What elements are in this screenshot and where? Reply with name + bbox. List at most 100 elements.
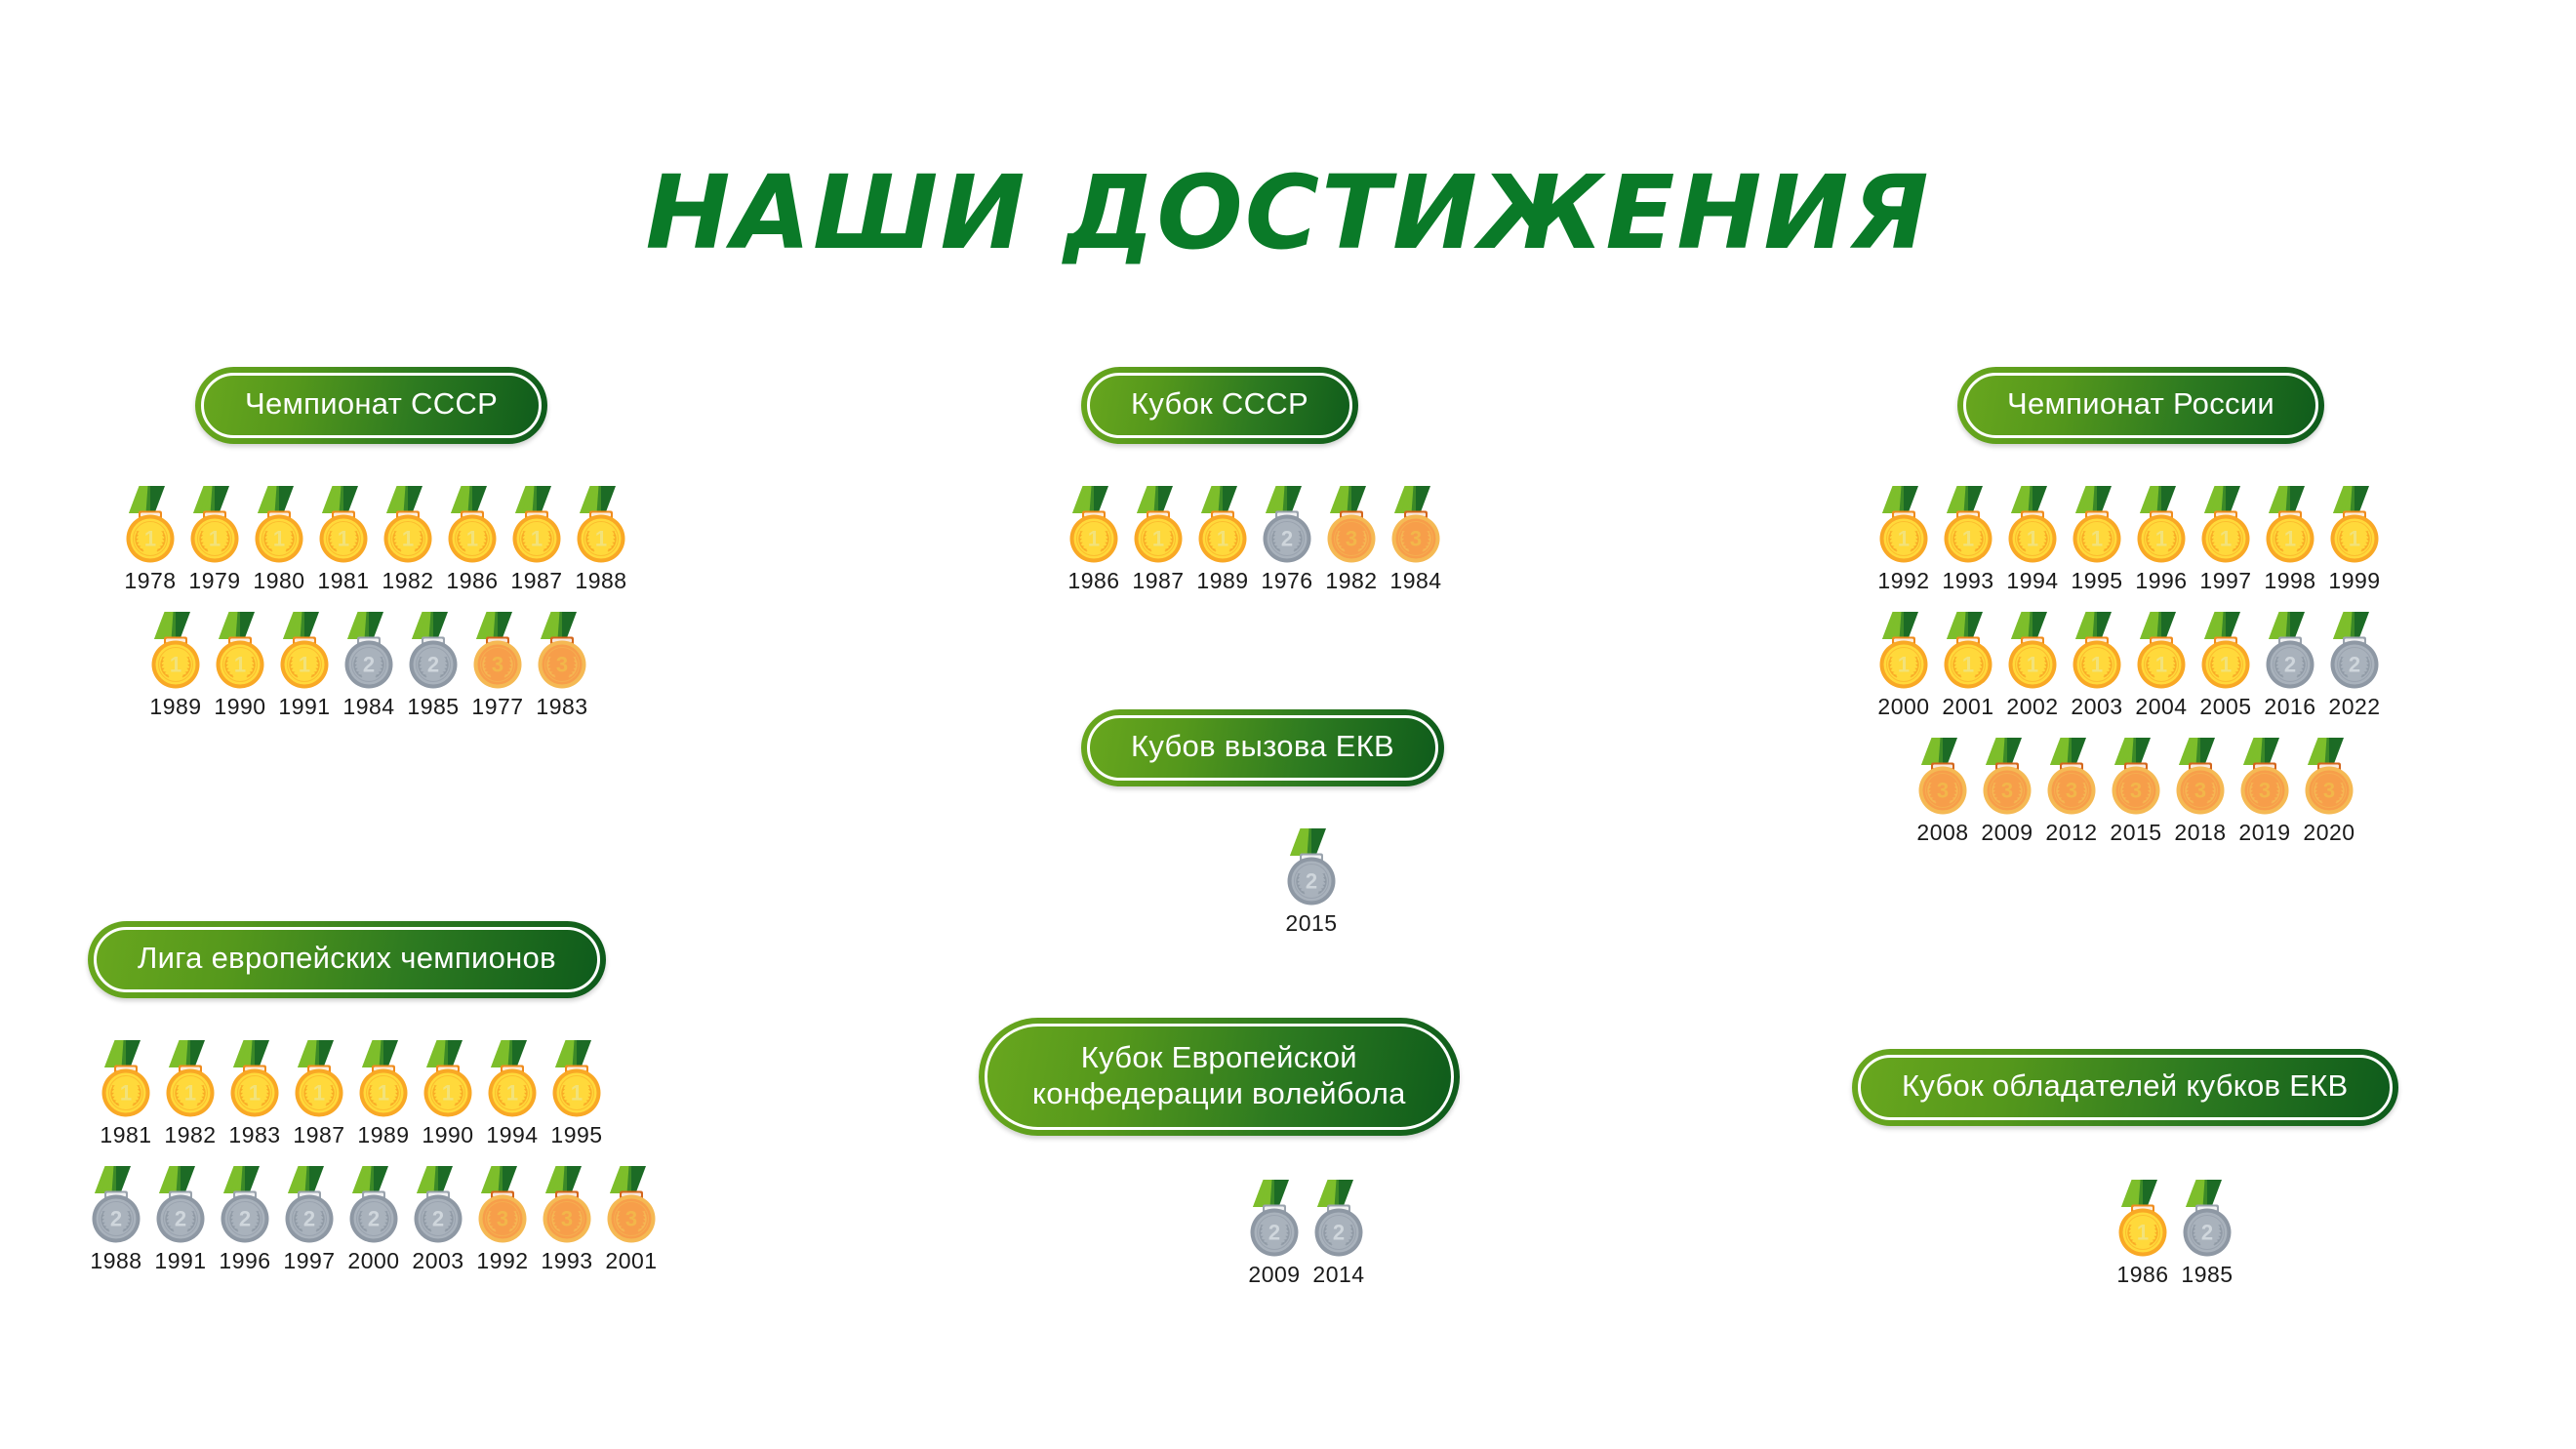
medal-year-label: 1979: [188, 568, 241, 593]
medal-item: 3 2015: [2110, 732, 2162, 845]
medal-year-label: 1987: [510, 568, 563, 593]
medal-row: 1 1981 1 1982: [100, 1034, 657, 1147]
svg-text:1: 1: [1152, 527, 1164, 551]
medal-item: 1 1990: [422, 1034, 473, 1147]
svg-text:3: 3: [625, 1207, 637, 1231]
medal-row: 2 2015: [1285, 823, 1337, 935]
medal-year-label: 1981: [317, 568, 370, 593]
medal-year-label: 2009: [1248, 1262, 1301, 1287]
medal-year-label: 2016: [2264, 694, 2316, 719]
medal-year-label: 1977: [471, 694, 524, 719]
section-title-pill: Кубок СССР: [1081, 367, 1358, 444]
svg-text:2: 2: [368, 1207, 380, 1231]
svg-text:1: 1: [378, 1081, 389, 1106]
medal-row: 2 2009 2 2014: [1248, 1174, 1365, 1287]
medal-gold: 1: [359, 1040, 408, 1117]
medal-row: 1 1989 1 1990: [149, 606, 626, 719]
section-header-cev-cup: Кубок Европейской конфедерации волейбола: [979, 1018, 1460, 1137]
medal-year-label: 2008: [1916, 820, 1969, 845]
section-title-pill: Чемпионат России: [1957, 367, 2325, 444]
medal-item: 1 2005: [2199, 606, 2251, 718]
medal-item: 1 1981: [100, 1034, 151, 1147]
section-header-championship-russia: Чемпионат России: [1957, 367, 2325, 444]
medal-item: 1 1993: [1942, 480, 1993, 592]
medal-bronze: 3: [1918, 738, 1967, 815]
medal-year-label: 2001: [605, 1248, 658, 1273]
medal-year-label: 1980: [253, 568, 305, 593]
medal-year-label: 1982: [1325, 568, 1378, 593]
medal-silver: 2: [1287, 828, 1336, 906]
medal-silver: 2: [409, 612, 458, 689]
svg-text:1: 1: [209, 527, 221, 551]
medal-silver: 2: [2330, 612, 2379, 689]
medal-item: 1 1981: [317, 480, 370, 593]
medal-gold: 1: [1879, 486, 1928, 563]
medal-item: 1 2001: [1942, 606, 1993, 718]
medal-bronze: 3: [2047, 738, 2096, 815]
medal-item: 1 1995: [550, 1034, 602, 1147]
medal-item: 2 2009: [1248, 1174, 1301, 1287]
medal-item: 2 1976: [1261, 480, 1312, 592]
svg-text:3: 3: [2323, 779, 2335, 803]
medal-year-label: 2014: [1312, 1262, 1365, 1287]
medal-bronze: 3: [1327, 486, 1376, 563]
svg-text:2: 2: [432, 1207, 444, 1231]
svg-text:1: 1: [2155, 653, 2167, 677]
medal-gold: 1: [2008, 612, 2057, 689]
medal-item: 3 1983: [536, 606, 587, 718]
section-header-cev-cup-winners-cup: Кубок обладателей кубков ЕКВ: [1852, 1049, 2398, 1126]
medal-silver: 2: [1250, 1180, 1299, 1257]
medal-year-label: 1991: [278, 694, 331, 719]
medal-year-label: 1990: [214, 694, 266, 719]
svg-text:1: 1: [273, 527, 285, 551]
medal-year-label: 2002: [2006, 694, 2059, 719]
medal-item: 3 2009: [1981, 732, 2033, 844]
medal-gold: 1: [190, 486, 239, 563]
medal-item: 1 1994: [486, 1034, 538, 1147]
svg-text:1: 1: [2091, 527, 2103, 551]
medal-gold: 1: [448, 486, 497, 563]
medal-year-label: 1997: [283, 1248, 336, 1273]
medal-bronze: 3: [473, 612, 522, 689]
medal-year-label: 1994: [2006, 568, 2059, 593]
medal-gold: 1: [2201, 612, 2250, 689]
medal-gold: 1: [2201, 486, 2250, 563]
medal-item: 3 1992: [476, 1160, 528, 1272]
svg-text:3: 3: [556, 653, 568, 677]
medal-year-label: 1984: [1389, 568, 1442, 593]
medal-silver: 2: [1314, 1180, 1363, 1257]
medal-item: 2 1988: [90, 1160, 141, 1272]
medal-item: 1 1978: [124, 480, 176, 592]
section-title-label: Чемпионат России: [1963, 373, 2319, 438]
svg-text:1: 1: [571, 1081, 583, 1106]
medal-gold: 1: [280, 612, 329, 689]
medal-gold: 1: [423, 1040, 472, 1117]
medal-gold: 1: [2137, 486, 2186, 563]
medal-year-label: 1996: [219, 1248, 271, 1273]
medal-year-label: 2015: [2110, 820, 2162, 845]
svg-text:3: 3: [2259, 779, 2271, 803]
svg-text:1: 1: [2284, 527, 2296, 551]
medal-item: 2 2014: [1312, 1174, 1365, 1287]
svg-text:1: 1: [1962, 527, 1974, 551]
medal-item: 2 2015: [1285, 823, 1337, 935]
medal-row: 1 1986 2 1985: [2116, 1174, 2233, 1286]
medal-item: 3 2008: [1916, 732, 1969, 845]
medal-item: 2 1996: [219, 1160, 271, 1273]
svg-text:2: 2: [303, 1207, 315, 1231]
medal-gold: 1: [255, 486, 303, 563]
medal-item: 1 1982: [382, 480, 433, 592]
section-title-label: Кубок Европейской конфедерации волейбола: [985, 1024, 1454, 1131]
medal-year-label: 2019: [2238, 820, 2291, 845]
svg-text:1: 1: [184, 1081, 196, 1106]
medal-item: 2 2022: [2328, 606, 2380, 718]
svg-text:1: 1: [2220, 527, 2232, 551]
svg-text:1: 1: [120, 1081, 132, 1106]
medal-gold: 1: [216, 612, 264, 689]
medal-item: 3 2020: [2303, 732, 2355, 844]
medal-gold: 1: [2118, 1180, 2167, 1257]
medal-gold: 1: [1944, 486, 1992, 563]
medal-item: 3 2018: [2174, 732, 2226, 844]
medal-item: 1 1995: [2071, 480, 2122, 592]
medal-item: 2 1991: [154, 1160, 206, 1272]
